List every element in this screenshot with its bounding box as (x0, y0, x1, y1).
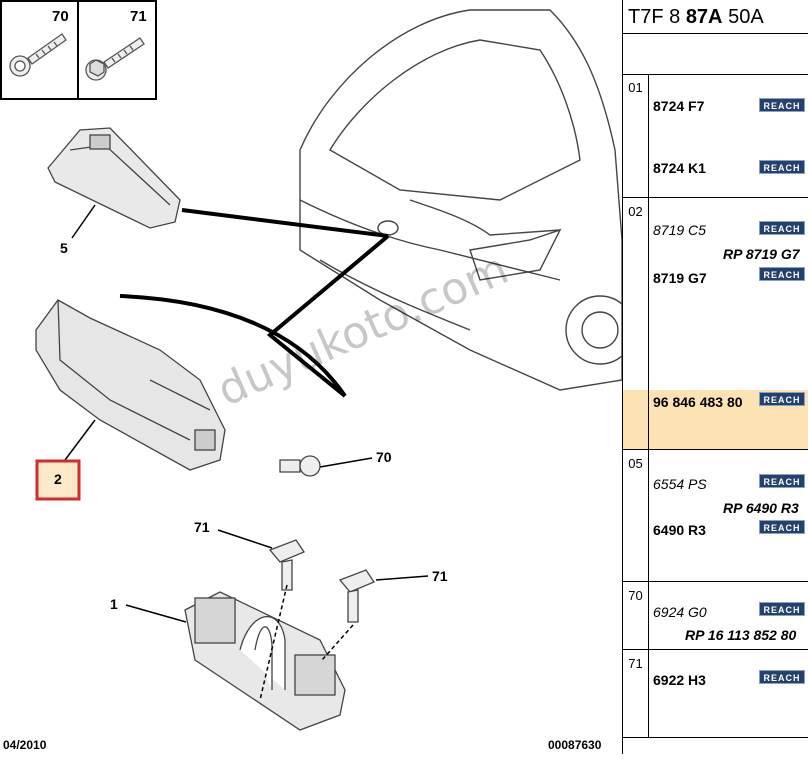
reach-badge: REACH (759, 474, 805, 488)
callout-70-mid: 70 (376, 449, 392, 465)
bracket-part-1-icon (184, 591, 346, 731)
group-number: 05 (623, 450, 649, 581)
fastener-box-71 (77, 0, 157, 100)
replacement-part[interactable]: RP 8719 G7 (723, 246, 800, 262)
reach-badge: REACH (759, 670, 805, 684)
reach-badge: REACH (759, 221, 805, 235)
exploded-view-drawing (0, 0, 635, 731)
callout-71-top: 71 (130, 8, 147, 25)
bolt-71-b-icon (338, 569, 375, 623)
group-number: 02 (623, 198, 649, 390)
group-number: 71 (623, 650, 649, 737)
footer-date: 04/2010 (3, 738, 47, 752)
reach-badge: REACH (759, 602, 805, 616)
group-01: 01 8724 F7 REACH 8724 K1 REACH (623, 74, 808, 198)
part-number[interactable]: 8719 C5 (653, 222, 706, 238)
reach-badge: REACH (759, 520, 805, 534)
bolt-71-a-icon (268, 539, 305, 591)
part-number[interactable]: 8724 K1 (653, 160, 706, 176)
replacement-part[interactable]: RP 6490 R3 (723, 500, 799, 516)
callout-70-top: 70 (52, 8, 69, 25)
footer-ref: 00087630 (548, 738, 602, 752)
bolt-70-mid-icon (279, 455, 321, 477)
header-spacer (623, 34, 808, 75)
callout-71-b: 71 (432, 568, 448, 584)
part-number[interactable]: 6924 G0 (653, 604, 707, 620)
reach-badge: REACH (759, 160, 805, 174)
leader-lines (64, 204, 429, 701)
callout-5: 5 (60, 240, 68, 256)
switch-part-5-icon (47, 127, 181, 229)
reach-badge: REACH (759, 392, 805, 406)
reach-badge: REACH (759, 98, 805, 112)
car-rear-icon (299, 9, 635, 391)
replacement-part[interactable]: RP 16 113 852 80 (685, 627, 797, 643)
part-number[interactable]: 8719 G7 (653, 270, 707, 286)
parts-list-panel: T7F 8 87A 50A 01 8724 F7 REACH 8724 K1 R… (622, 0, 808, 754)
bolt-70-icon (9, 33, 67, 77)
lock-module-part-2-icon (35, 299, 226, 471)
group-71: 71 6922 H3 REACH (623, 650, 808, 738)
callout-box-2 (35, 459, 81, 501)
group-02: 02 8719 C5 REACH RP 8719 G7 8719 G7 REAC… (623, 198, 808, 390)
group-number (623, 390, 649, 449)
parts-diagram: 70 71 5 2 70 71 71 1 duyukoto.com 04/201… (0, 0, 635, 754)
group-number: 01 (623, 74, 649, 197)
group-05: 05 6554 PS REACH RP 6490 R3 6490 R3 REAC… (623, 450, 808, 582)
part-number[interactable]: 8724 F7 (653, 98, 705, 114)
part-reference-header: T7F 8 87A 50A (623, 0, 808, 34)
header-bold: 87A (685, 6, 723, 28)
callout-1: 1 (110, 596, 118, 612)
part-number[interactable]: 96 846 483 80 (653, 394, 743, 410)
header-suffix: 50A (728, 6, 764, 28)
group-number: 70 (623, 582, 649, 649)
header-prefix: T7F 8 (628, 6, 681, 28)
part-number[interactable]: 6554 PS (653, 476, 707, 492)
bolt-71-icon (85, 37, 145, 81)
callout-71-a: 71 (194, 519, 210, 535)
group-70: 70 6924 G0 REACH RP 16 113 852 80 (623, 582, 808, 650)
part-number[interactable]: 6490 R3 (653, 522, 706, 538)
reach-badge: REACH (759, 267, 805, 281)
callout-2[interactable]: 2 (54, 471, 62, 487)
connector-lines (119, 208, 390, 398)
part-number[interactable]: 6922 H3 (653, 672, 706, 688)
group-highlighted[interactable]: 96 846 483 80 REACH (623, 390, 808, 450)
